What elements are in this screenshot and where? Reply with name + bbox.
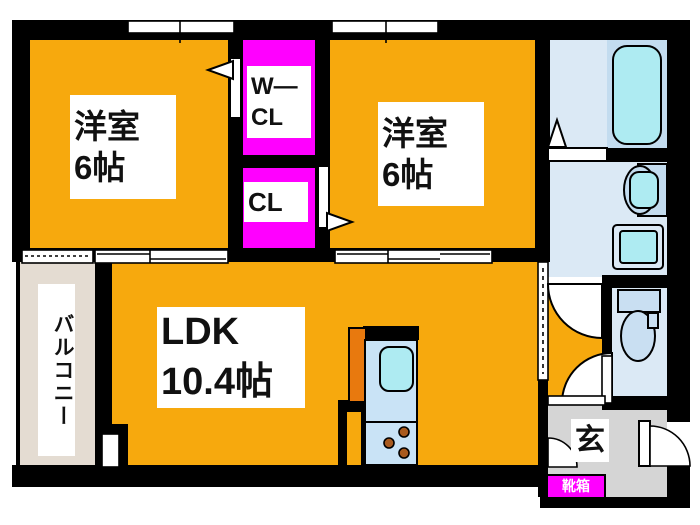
label-ldk: LDK 10.4帖: [157, 307, 305, 408]
toilet-tank: [617, 289, 661, 313]
label-shoebox: 靴箱: [546, 474, 606, 499]
door-arrow-wcl: [205, 59, 234, 81]
sliding-door-bedroom1: [94, 249, 229, 264]
washing-machine-pan: [612, 224, 664, 270]
label-bedroom2: 洋室 6帖: [378, 102, 484, 206]
door-arrow-cl: [326, 211, 355, 233]
door-toilet-leaf: [601, 355, 613, 404]
label-balcony: バルコニー: [38, 284, 75, 456]
door-arrow-bath: [546, 116, 568, 148]
window-ldk-balcony: [101, 433, 120, 468]
doors: [205, 57, 691, 468]
door-cl: [317, 165, 330, 229]
washbasin: [623, 163, 668, 217]
ldk-size: 10.4帖: [161, 360, 273, 403]
ldk-name: LDK: [161, 311, 240, 354]
label-entrance: 玄: [571, 419, 609, 462]
genkan-step-arc: [547, 437, 578, 468]
door-entrance-leaf: [638, 420, 651, 467]
sliding-door-bedroom2: [334, 249, 493, 264]
door-entrance: [649, 425, 691, 467]
refrigerator-space: [348, 327, 367, 403]
bedroom2-size: 6帖: [382, 156, 434, 193]
bedroom1-name: 洋室: [74, 107, 140, 145]
windows: [21, 20, 549, 468]
door-bath: [547, 147, 608, 162]
toilet: [617, 289, 661, 362]
hall-step: [547, 395, 606, 406]
bedroom1-size: 6帖: [74, 149, 126, 186]
stove-burners: [383, 426, 410, 459]
window-bedroom2: [331, 20, 439, 34]
sliding-door-hallway: [537, 261, 549, 381]
label-cl: CL: [244, 182, 308, 222]
label-wcl: W— CL: [247, 66, 311, 138]
kitchen-sink: [379, 346, 414, 392]
door-wcl: [229, 57, 242, 119]
bathtub: [612, 45, 662, 145]
bedroom2-name: 洋室: [382, 114, 448, 152]
toilet-bowl: [620, 310, 656, 362]
washbasin-bowl: [629, 171, 659, 209]
toilet-control: [647, 312, 659, 329]
label-bedroom1: 洋室 6帖: [70, 95, 176, 199]
window-bedroom1: [127, 20, 235, 34]
door-washroom: [546, 283, 603, 340]
